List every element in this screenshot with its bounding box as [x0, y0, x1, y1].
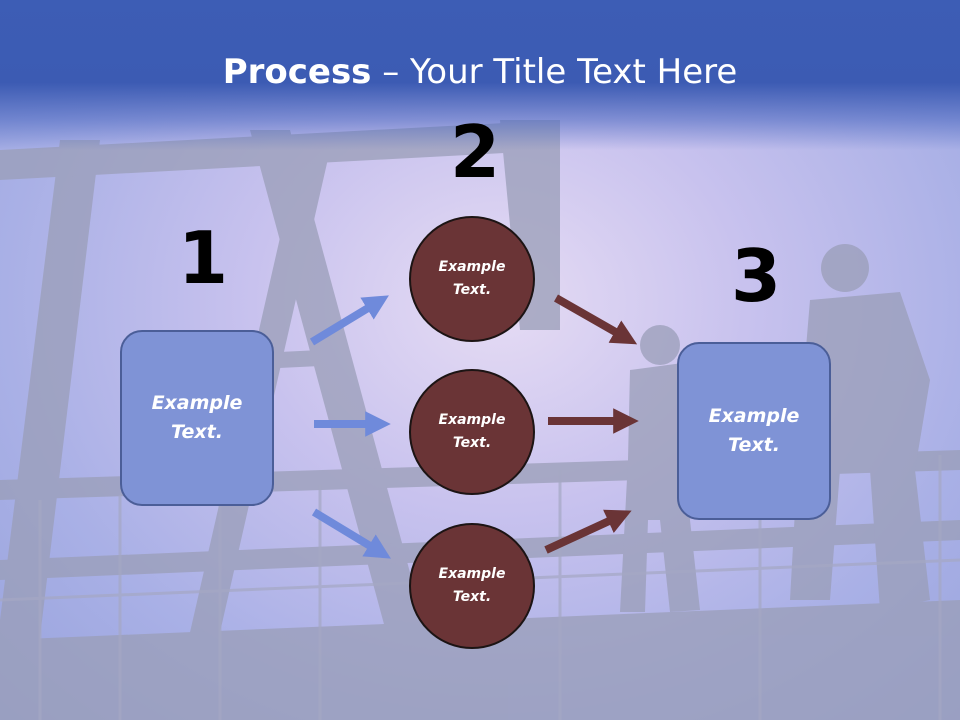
circle-3: Example Text.: [409, 523, 535, 649]
step-number-1: 1: [178, 216, 229, 300]
slide-title: Process – Your Title Text Here: [0, 52, 960, 92]
circle-2: Example Text.: [409, 369, 535, 495]
right-box: Example Text.: [677, 342, 831, 520]
arrow-to-circle-3: [311, 508, 391, 559]
title-rest: – Your Title Text Here: [371, 52, 738, 92]
arrow-to-circle-1: [309, 295, 389, 346]
circle-2-text: Example Text.: [438, 412, 506, 451]
step-number-3: 3: [731, 234, 782, 318]
arrow-from-circle-1: [554, 294, 638, 345]
circle-3-text: Example Text.: [438, 566, 506, 605]
left-box: Example Text.: [120, 330, 274, 506]
title-bold: Process: [222, 52, 372, 92]
arrow-from-circle-3: [544, 509, 632, 554]
step-number-2: 2: [450, 110, 501, 194]
title-bar: [0, 0, 960, 150]
left-box-text: Example Text.: [151, 392, 243, 443]
right-box-text: Example Text.: [708, 405, 800, 456]
circle-1-text: Example Text.: [438, 259, 506, 298]
circle-1: Example Text.: [409, 216, 535, 342]
